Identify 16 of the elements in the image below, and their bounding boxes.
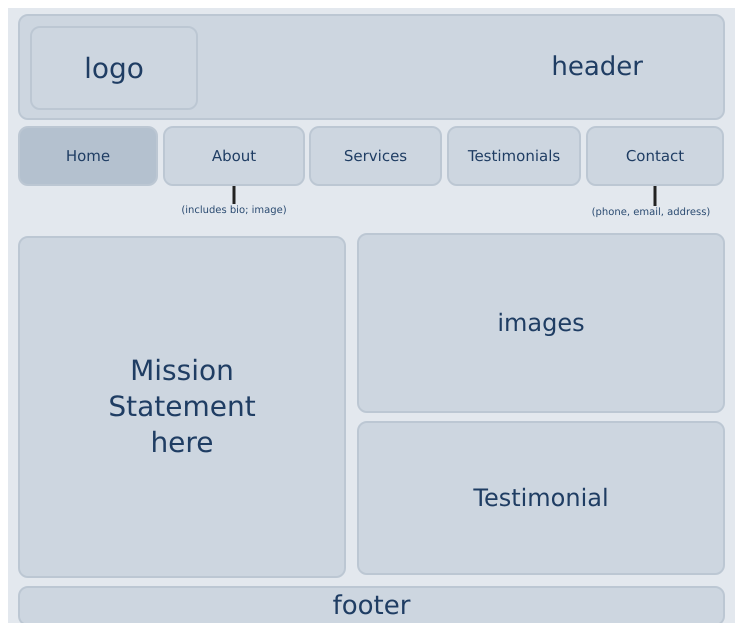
leader-line [232, 186, 236, 204]
note-text: (phone, email, address) [566, 206, 736, 222]
nav-tab: Home [18, 126, 158, 186]
nav-tab: Contact [586, 126, 724, 186]
note-text: (includes bio; image) [178, 204, 290, 232]
header-bar [18, 14, 725, 120]
content-panel: Testimonial [357, 421, 725, 575]
footer-bar: footer [18, 586, 725, 623]
nav-tab: Services [309, 126, 442, 186]
leader-line [654, 186, 656, 206]
nav-tab: About [163, 126, 305, 186]
nav-tab: Testimonials [447, 126, 581, 186]
content-panel: Mission Statement here [18, 236, 346, 578]
header-label: header [551, 52, 643, 82]
content-panel: images [357, 233, 725, 413]
placeholder-panel: logo [30, 26, 198, 110]
